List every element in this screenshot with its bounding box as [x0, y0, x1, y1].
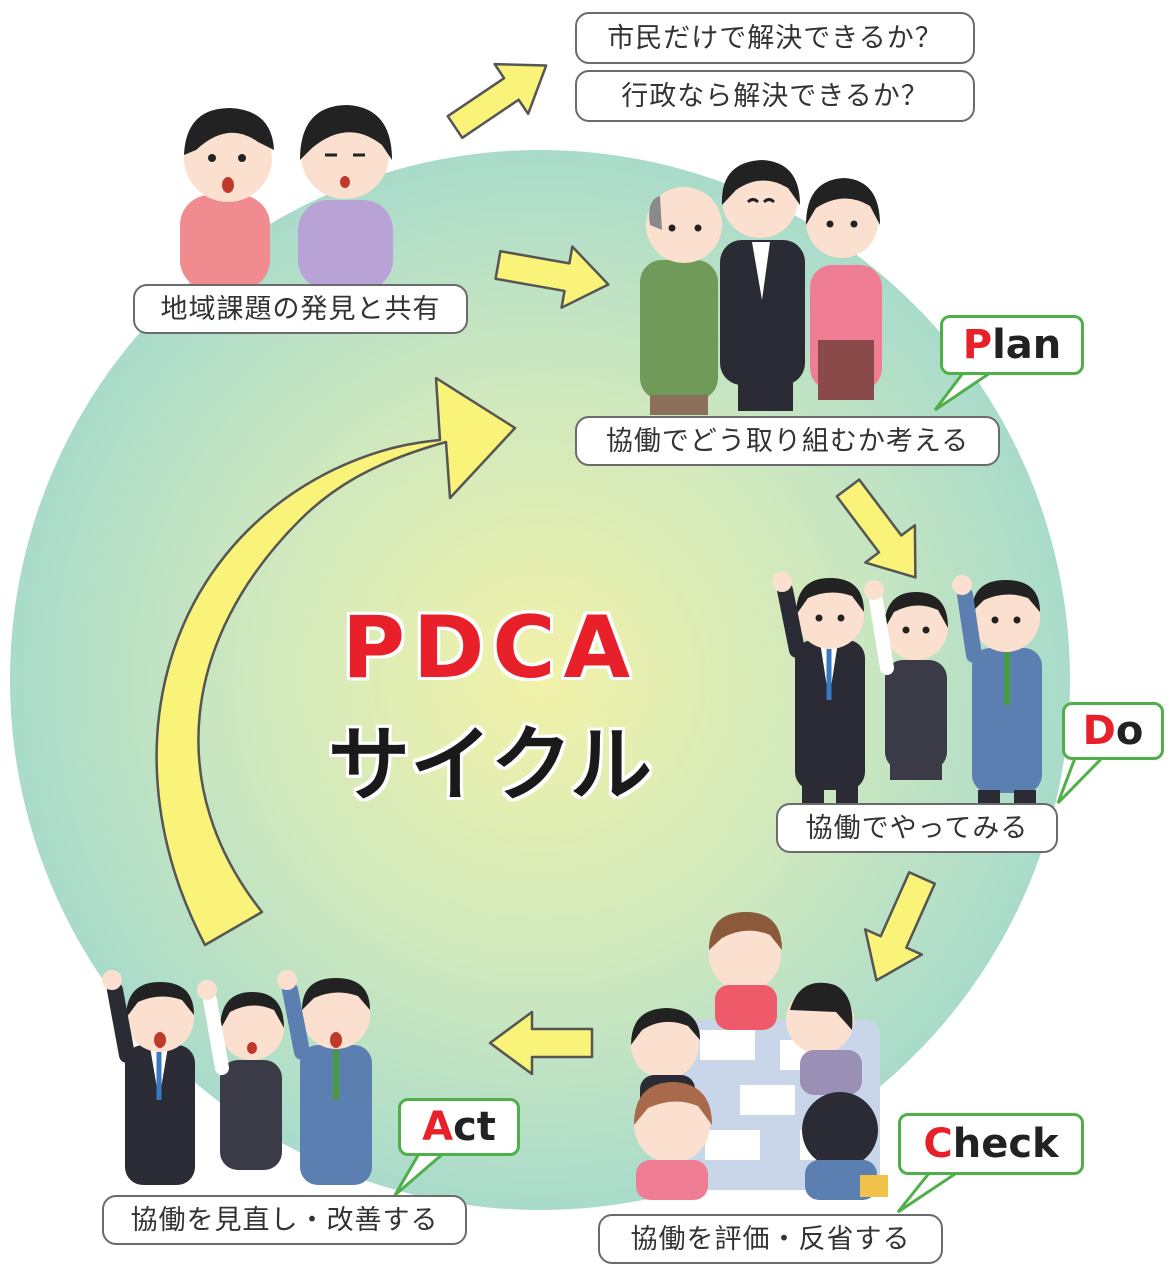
illustration-meeting-table — [631, 912, 888, 1200]
question-citizens-only: 市民だけで解決できるか？ — [575, 12, 975, 64]
step-label-act: 協働を見直し・改善する — [102, 1195, 467, 1245]
illustration-acting-group — [102, 970, 372, 1185]
step-label-check: 協働を評価・反省する — [598, 1214, 943, 1264]
check-tag-pointer — [896, 1170, 963, 1214]
do-tag-rest: o — [1115, 708, 1144, 754]
title-cycle: サイクル — [328, 718, 652, 813]
big-curved-arrow — [155, 376, 517, 947]
step-label-do: 協働でやってみる — [776, 803, 1058, 853]
do-tag-initial: D — [1082, 708, 1116, 754]
act-tag-initial: A — [422, 1104, 454, 1150]
check-tag-rest: heck — [952, 1121, 1059, 1167]
arrow-to-plan — [494, 245, 610, 309]
do-tag-pointer — [1056, 756, 1106, 805]
title-pdca: PDCA — [341, 598, 639, 698]
arrow-to-act — [488, 1010, 594, 1076]
step-label-discover-share: 地域課題の発見と共有 — [133, 284, 468, 334]
illustration-planning-group — [640, 160, 882, 415]
arrow-to-questions — [446, 62, 548, 140]
check-tag-initial: C — [923, 1121, 953, 1167]
cycle-background-circle — [10, 150, 1070, 1210]
illustration-two-women-discussing — [180, 105, 393, 290]
arrow-to-do — [835, 478, 917, 579]
plan-tag-rest: lan — [992, 322, 1062, 368]
question-government: 行政なら解決できるか？ — [575, 70, 975, 122]
step-label-plan: 協働でどう取り組むか考える — [575, 416, 1000, 466]
act-tag-rest: ct — [453, 1104, 496, 1150]
arrow-to-check — [863, 871, 937, 982]
plan-tag-initial: P — [962, 322, 993, 368]
